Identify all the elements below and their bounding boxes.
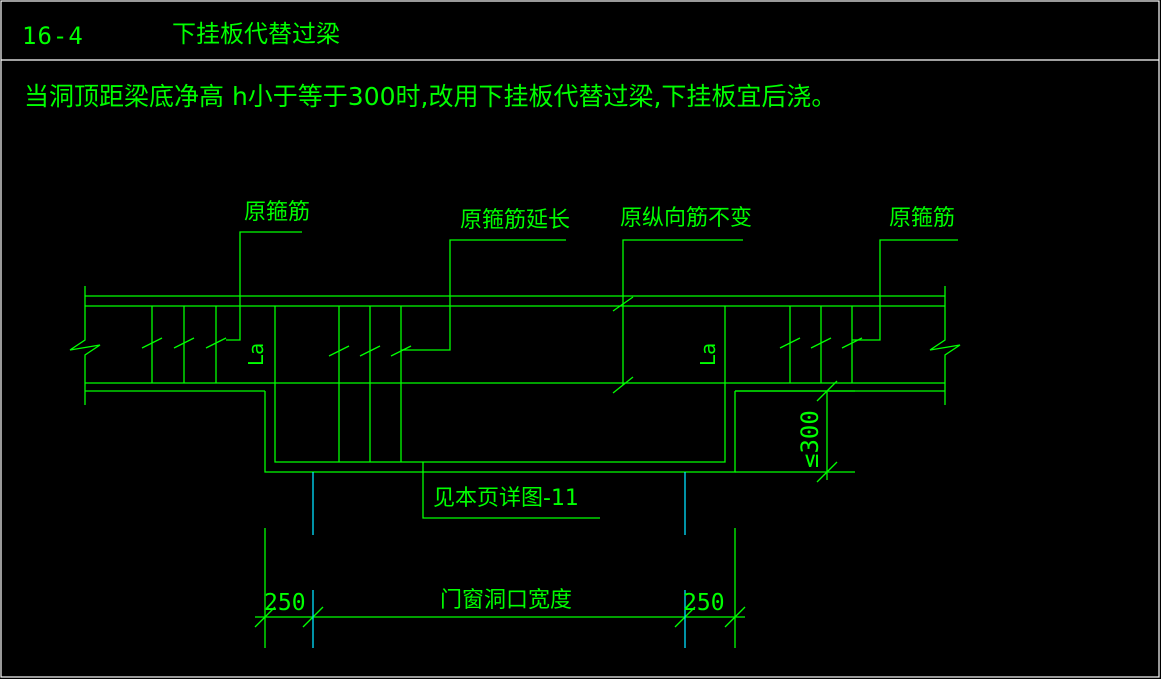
label-see-detail: 见本页详图-11: [433, 486, 579, 511]
label-stirrup-extended: 原箍筋延长: [460, 208, 571, 233]
hanging-plate-outer: [264, 391, 736, 473]
label-orig-stirrup-right: 原箍筋: [889, 206, 956, 231]
drawing-note: 当洞顶距梁底净高 h小于等于300时,改用下挂板代替过梁,下挂板宜后浇。: [24, 82, 837, 111]
drawing-title: 下挂板代替过梁: [172, 20, 340, 48]
drawing-code: 16-4: [22, 22, 84, 50]
label-longitudinal-unchanged: 原纵向筋不变: [620, 206, 753, 231]
hanging-plate-inner: [274, 306, 726, 463]
dim-right-offset: 250: [683, 590, 725, 616]
label-orig-stirrup-left: 原箍筋: [244, 200, 311, 225]
label-anchor-left: La: [244, 342, 268, 366]
dim-opening-width: 门窗洞口宽度: [440, 588, 573, 613]
beam-drawing: [69, 231, 961, 648]
label-anchor-right: La: [696, 342, 720, 366]
break-mark-left: [69, 286, 101, 405]
opening-edges: [312, 472, 686, 648]
dim-left-offset: 250: [264, 590, 306, 616]
label-height-limit: ≤300: [796, 410, 824, 468]
break-mark-right: [929, 286, 961, 405]
